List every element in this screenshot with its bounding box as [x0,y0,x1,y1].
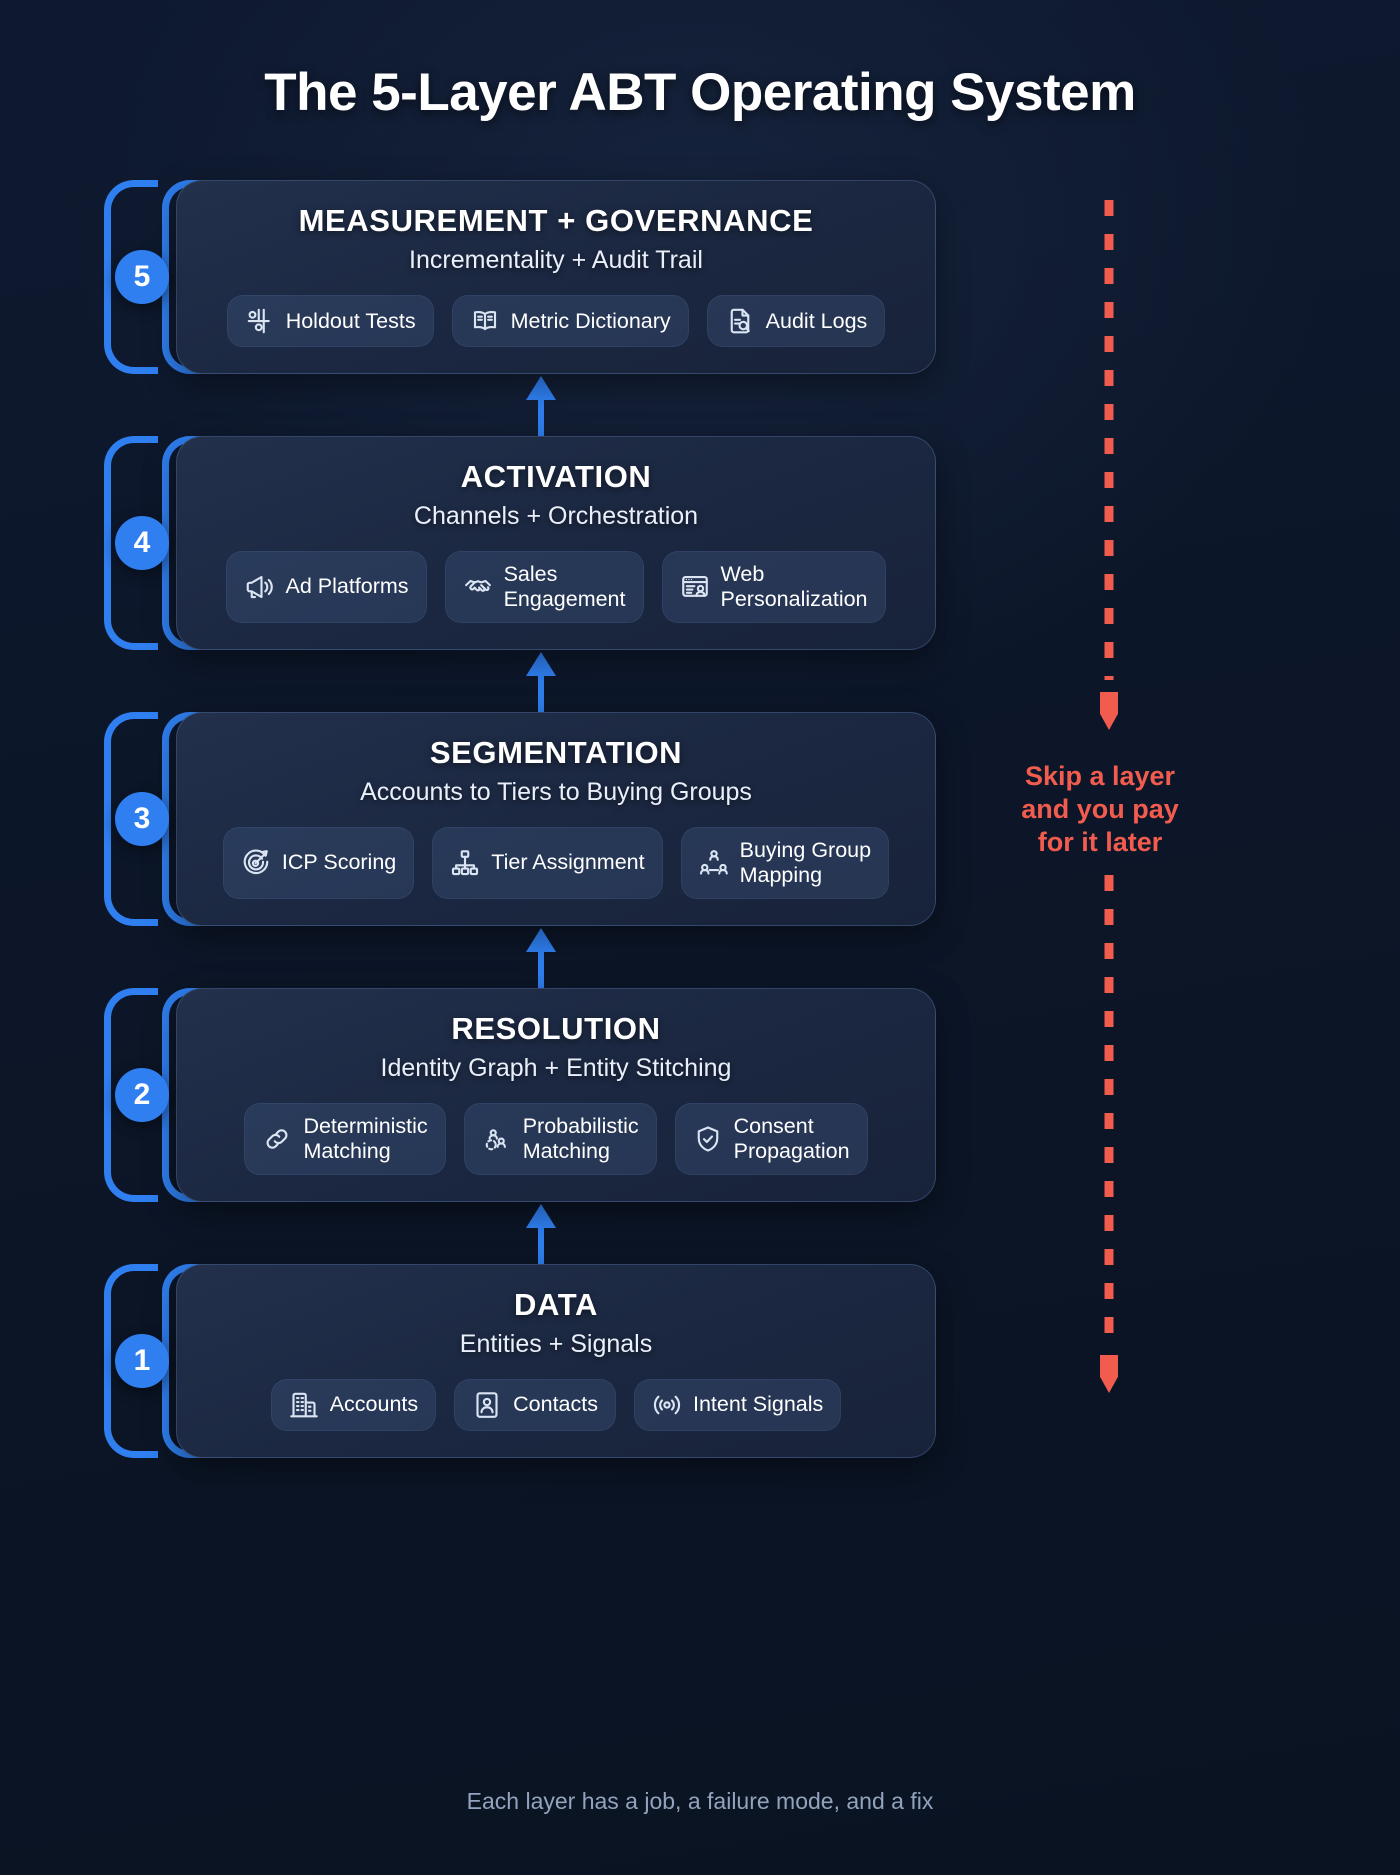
layer-subtitle: Incrementality + Audit Trail [409,246,703,274]
layer-subtitle: Accounts to Tiers to Buying Groups [360,777,752,806]
layer-row: 3 SEGMENTATION Accounts to Tiers to Buyi… [104,711,936,926]
layer-subtitle: Channels + Orchestration [413,502,699,530]
flow-arrow-up [526,1203,556,1264]
layer-card[interactable]: MEASUREMENT + GOVERNANCE Incrementality … [176,180,936,374]
flow-arrow-container [104,374,936,436]
chip-label: Tier Assignment [491,850,645,875]
layer-chip-row: Accounts Contacts Intent Signals [201,1378,911,1431]
chip-open-book[interactable]: Metric Dictionary [451,295,689,347]
layer-number-badge: 2 [115,1067,169,1122]
hierarchy-icon [450,848,480,878]
flow-arrow-container [104,1202,936,1264]
layer-stack: 5 MEASUREMENT + GOVERNANCE Incrementalit… [104,180,936,1458]
building-icon [289,1390,319,1420]
browser-user-icon [680,572,710,602]
chip-contact-card[interactable]: Contacts [454,1378,616,1431]
target-dart-icon [241,848,271,878]
layer-title: SEGMENTATION [429,734,683,770]
chip-label: Probabilistic Matching [522,1113,639,1163]
layer-card[interactable]: RESOLUTION Identity Graph + Entity Stitc… [176,987,936,1202]
warning-line-2: and you pay [1021,793,1179,824]
chip-browser-user[interactable]: Web Personalization [661,551,886,623]
layer-row: 2 RESOLUTION Identity Graph + Entity Sti… [104,987,936,1202]
flow-arrow-up [526,651,556,712]
layer-row: 5 MEASUREMENT + GOVERNANCE Incrementalit… [104,180,936,374]
page-title: The 5-Layer ABT Operating System [264,63,1136,122]
chip-overlapping-users[interactable]: Probabilistic Matching [463,1102,657,1175]
layer-card[interactable]: ACTIVATION Channels + Orchestration Ad P… [176,436,936,650]
flow-arrow-up [526,376,556,436]
layer-subtitle: Entities + Signals [459,1329,653,1358]
layer-card[interactable]: DATA Entities + Signals Accounts Contact… [176,1263,936,1458]
layer-3: 3 SEGMENTATION Accounts to Tiers to Buyi… [104,711,936,926]
megaphone-icon [244,572,274,602]
layer-title: RESOLUTION [451,1010,661,1046]
layer-5: 5 MEASUREMENT + GOVERNANCE Incrementalit… [104,180,936,374]
layer-title: DATA [514,1286,598,1322]
chip-hierarchy[interactable]: Tier Assignment [432,826,663,899]
document-search-icon [725,306,755,336]
chip-label: ICP Scoring [281,850,397,875]
open-book-icon [470,306,500,336]
layer-chip-row: Deterministic Matching Probabilistic Mat… [201,1102,911,1175]
layer-card[interactable]: SEGMENTATION Accounts to Tiers to Buying… [176,711,936,926]
warning-line-1: Skip a layer [1024,761,1176,791]
contact-card-icon [472,1390,502,1420]
shield-check-icon [693,1124,723,1154]
flow-arrow-container [104,926,936,988]
warning-line-3: for it later [1037,826,1163,857]
flow-arrow-up [526,927,556,988]
overlapping-users-icon [482,1124,512,1154]
footer-caption: Each layer has a job, a failure mode, an… [466,1788,934,1814]
link-chain-icon [262,1124,292,1154]
warning-dashed-line-top [1100,200,1118,730]
chip-people-network[interactable]: Buying Group Mapping [680,826,890,899]
chip-label: Web Personalization [720,562,868,611]
chip-document-search[interactable]: Audit Logs [706,295,886,347]
layer-chip-row: Ad Platforms Sales Engagement Web Person… [201,551,911,623]
chip-label: Contacts [513,1392,598,1417]
layer-row: 4 ACTIVATION Channels + Orchestration Ad… [104,436,936,650]
layer-2: 2 RESOLUTION Identity Graph + Entity Sti… [104,987,936,1202]
chip-target-dart[interactable]: ICP Scoring [222,826,415,899]
chip-split-test[interactable]: Holdout Tests [226,295,434,347]
broadcast-signal-icon [652,1390,682,1420]
layer-number-badge: 5 [115,250,169,304]
chip-label: Accounts [329,1392,419,1417]
chip-shield-check[interactable]: Consent Propagation [674,1102,868,1175]
layer-4: 4 ACTIVATION Channels + Orchestration Ad… [104,436,936,650]
layer-number-badge: 3 [115,791,169,846]
chip-label: Ad Platforms [285,574,409,599]
chip-label: Holdout Tests [285,308,416,333]
chip-link-chain[interactable]: Deterministic Matching [244,1102,446,1175]
flow-arrow-container [104,650,936,712]
chip-building[interactable]: Accounts [270,1378,437,1431]
layer-number-badge: 1 [115,1333,169,1388]
layer-chip-row: ICP Scoring Tier Assignment Buying Group… [201,826,911,899]
people-network-icon [699,848,729,878]
warning-dashed-line-bottom [1100,875,1118,1393]
chip-label: Buying Group Mapping [739,837,872,887]
chip-label: Intent Signals [693,1392,824,1417]
chip-label: Audit Logs [765,308,868,333]
chip-megaphone[interactable]: Ad Platforms [226,551,427,623]
layer-title: ACTIVATION [460,459,652,494]
chip-label: Metric Dictionary [510,308,671,333]
layer-subtitle: Identity Graph + Entity Stitching [380,1053,732,1082]
chip-handshake[interactable]: Sales Engagement [444,551,644,623]
layer-chip-row: Holdout Tests Metric Dictionary Audit Lo… [201,295,911,347]
split-test-icon [245,306,275,336]
layer-1: 1 DATA Entities + Signals Accounts Conta… [104,1263,936,1458]
chip-label: Consent Propagation [733,1113,850,1163]
chip-broadcast-signal[interactable]: Intent Signals [634,1378,842,1431]
handshake-icon [463,572,493,602]
layer-row: 1 DATA Entities + Signals Accounts Conta… [104,1263,936,1458]
chip-label: Deterministic Matching [303,1113,428,1163]
warning-text: Skip a layer and you pay for it later [955,760,1245,859]
layer-number-badge: 4 [115,515,169,570]
chip-label: Sales Engagement [503,562,626,611]
layer-title: MEASUREMENT + GOVERNANCE [298,203,814,238]
